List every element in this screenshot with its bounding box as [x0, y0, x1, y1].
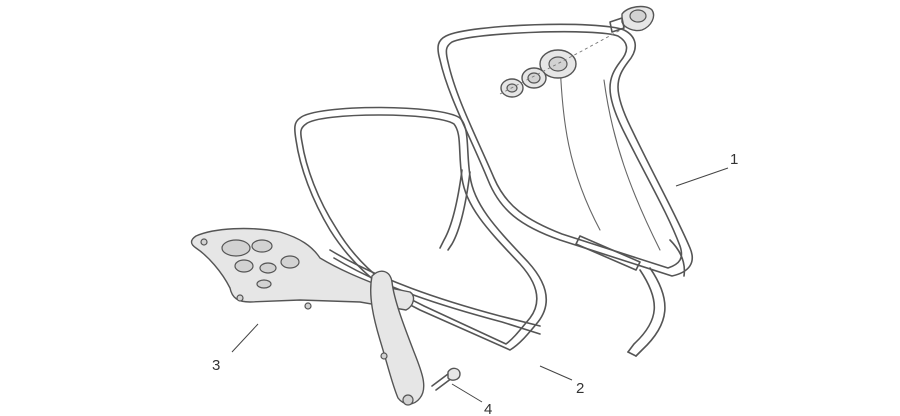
leader-line-2 [539, 365, 573, 381]
part-2-front-frame [294, 106, 547, 351]
callout-label-2: 2 [576, 380, 584, 397]
leader-line-3 [231, 323, 259, 353]
callout-label-1: 1 [730, 151, 738, 168]
part-1-rear-frame [437, 23, 694, 357]
top-knob-fastener [609, 5, 655, 33]
callout-label-3: 3 [212, 357, 220, 374]
callout-label-4: 4 [484, 401, 492, 416]
part-3-bracket-plate [190, 227, 425, 406]
leader-line-4 [451, 383, 483, 403]
part-4-screw [431, 367, 461, 391]
leader-line-1 [675, 167, 729, 187]
seal-assembly [499, 25, 629, 98]
